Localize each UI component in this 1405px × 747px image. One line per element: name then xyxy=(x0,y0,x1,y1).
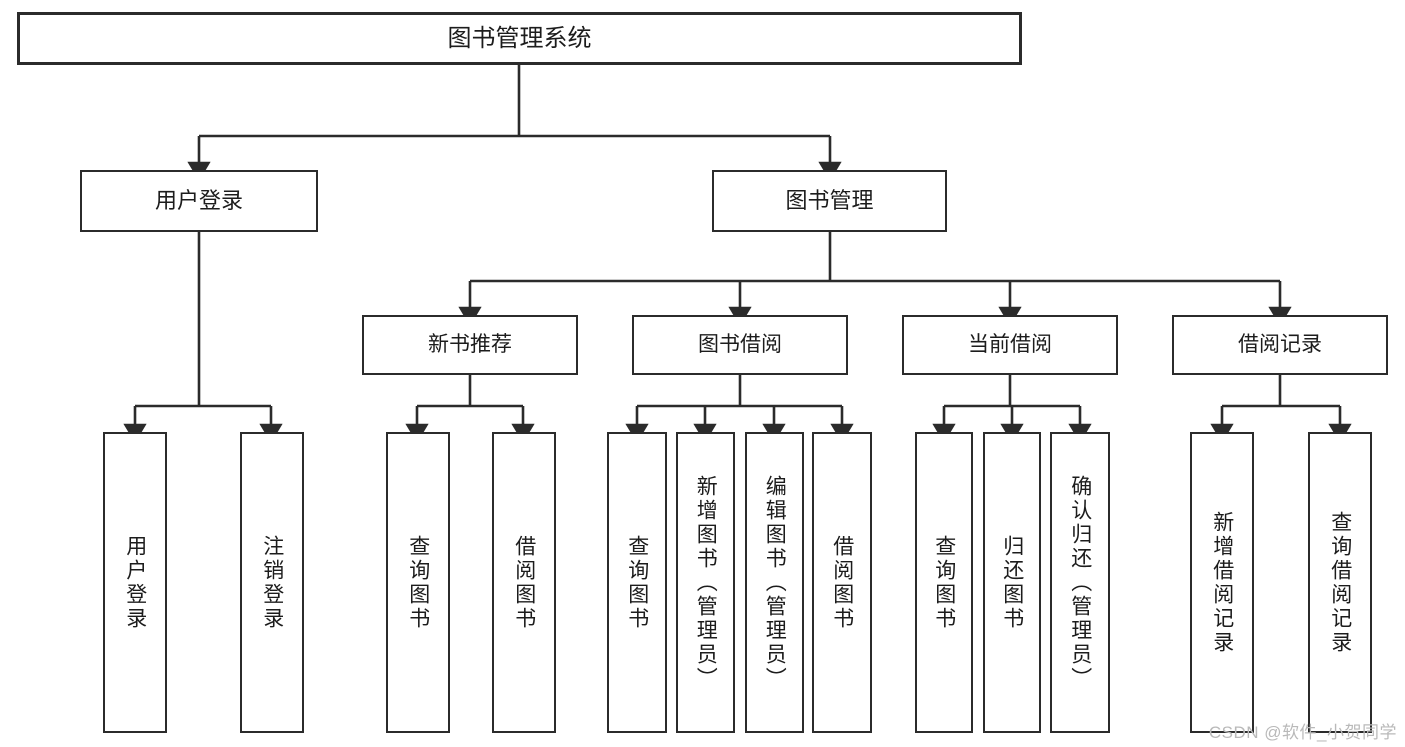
leaf-query-books-current[interactable]: 查询图书 xyxy=(915,432,973,733)
leaf-query-books-borrow-label: 查询图书 xyxy=(625,534,649,631)
leaf-logout[interactable]: 注销登录 xyxy=(240,432,304,733)
node-book-borrow-label: 图书借阅 xyxy=(698,332,782,356)
leaf-user-login[interactable]: 用户登录 xyxy=(103,432,167,733)
leaf-borrow-books-label: 借阅图书 xyxy=(830,534,854,631)
node-book-management[interactable]: 图书管理 xyxy=(712,170,947,232)
node-borrow-records[interactable]: 借阅记录 xyxy=(1172,315,1388,375)
leaf-borrow-books-recommend-label: 借阅图书 xyxy=(512,534,536,631)
leaf-query-borrow-record[interactable]: 查询借阅记录 xyxy=(1308,432,1372,733)
node-user-login[interactable]: 用户登录 xyxy=(80,170,318,232)
leaf-borrow-books[interactable]: 借阅图书 xyxy=(812,432,872,733)
leaf-query-borrow-record-label: 查询借阅记录 xyxy=(1328,510,1352,655)
node-user-login-label: 用户登录 xyxy=(154,188,243,214)
leaf-add-borrow-record[interactable]: 新增借阅记录 xyxy=(1190,432,1254,733)
node-book-management-label: 图书管理 xyxy=(785,188,874,214)
leaf-query-books-recommend[interactable]: 查询图书 xyxy=(386,432,450,733)
csdn-watermark: CSDN @软件_小贺同学 xyxy=(1208,723,1397,742)
leaf-add-borrow-record-label: 新增借阅记录 xyxy=(1210,510,1234,655)
leaf-query-books-borrow[interactable]: 查询图书 xyxy=(607,432,667,733)
leaf-query-books-recommend-label: 查询图书 xyxy=(406,534,430,631)
node-current-borrow[interactable]: 当前借阅 xyxy=(902,315,1118,375)
leaf-query-books-current-label: 查询图书 xyxy=(932,534,956,631)
leaf-return-books-label: 归还图书 xyxy=(1000,534,1024,631)
leaf-return-books[interactable]: 归还图书 xyxy=(983,432,1041,733)
node-new-book-recommend[interactable]: 新书推荐 xyxy=(362,315,578,375)
leaf-confirm-return-admin[interactable]: 确认归还（管理员） xyxy=(1050,432,1110,733)
leaf-confirm-return-admin-label: 确认归还（管理员） xyxy=(1068,474,1092,691)
node-current-borrow-label: 当前借阅 xyxy=(968,332,1052,356)
node-root-label: 图书管理系统 xyxy=(447,24,592,52)
leaf-logout-label: 注销登录 xyxy=(260,534,284,631)
node-new-book-recommend-label: 新书推荐 xyxy=(428,332,512,356)
node-root[interactable]: 图书管理系统 xyxy=(17,12,1022,65)
leaf-edit-book-admin[interactable]: 编辑图书（管理员） xyxy=(745,432,804,733)
node-borrow-records-label: 借阅记录 xyxy=(1238,332,1322,356)
leaf-edit-book-admin-label: 编辑图书（管理员） xyxy=(763,474,787,691)
leaf-add-book-admin-label: 新增图书（管理员） xyxy=(694,474,718,691)
leaf-borrow-books-recommend[interactable]: 借阅图书 xyxy=(492,432,556,733)
leaf-add-book-admin[interactable]: 新增图书（管理员） xyxy=(676,432,735,733)
node-book-borrow[interactable]: 图书借阅 xyxy=(632,315,848,375)
leaf-user-login-label: 用户登录 xyxy=(123,534,147,631)
